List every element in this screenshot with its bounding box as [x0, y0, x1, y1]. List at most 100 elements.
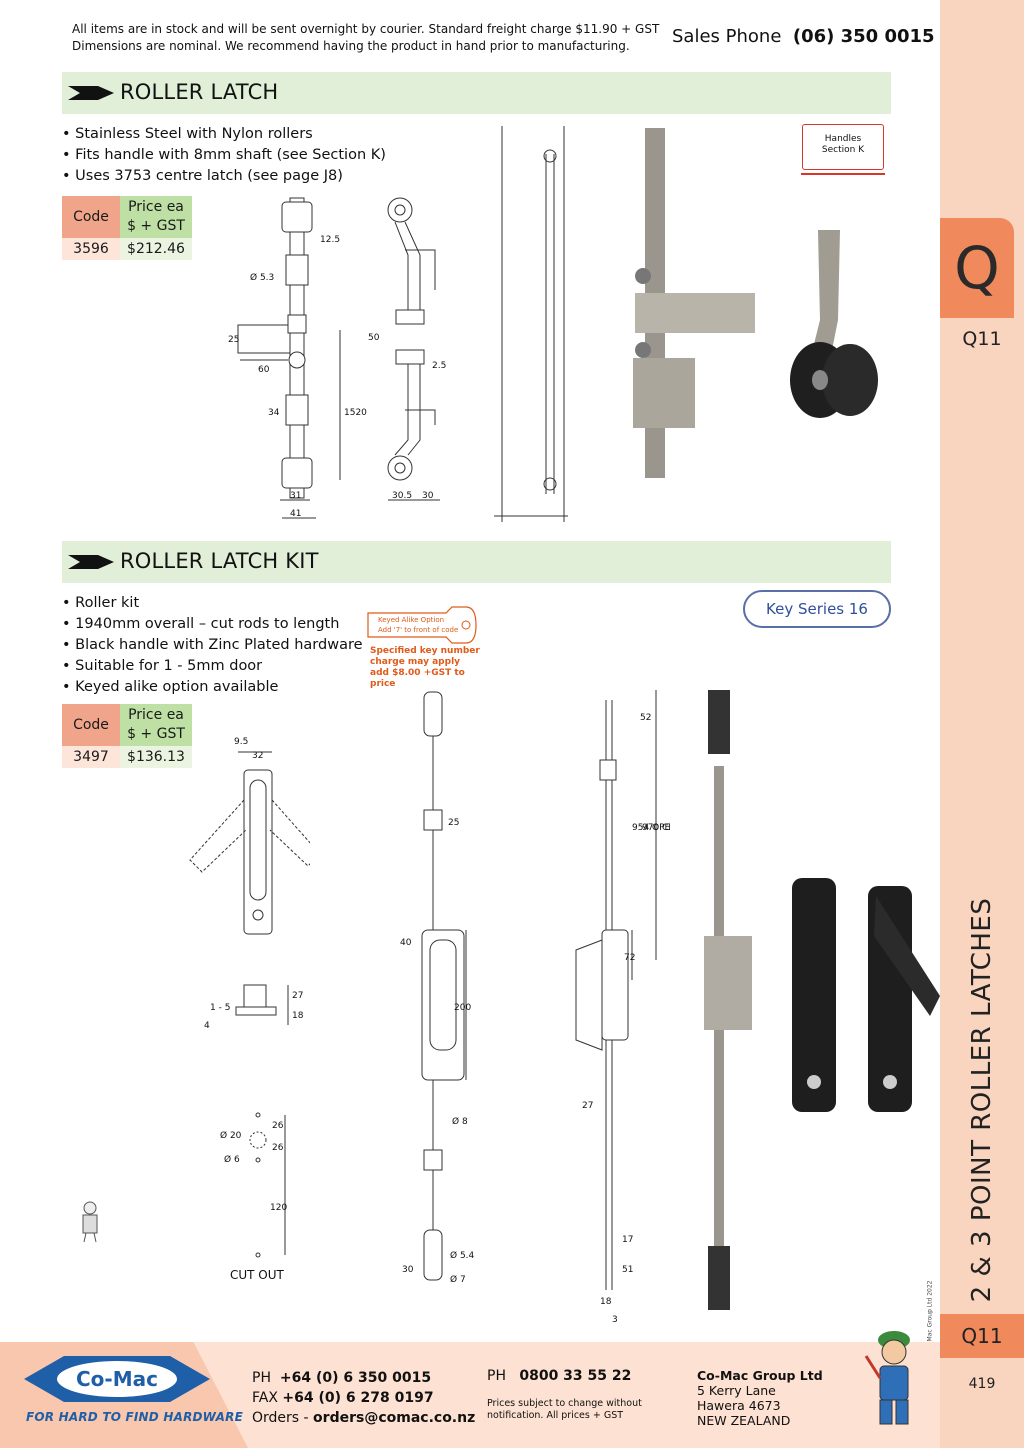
- code-header: Code: [62, 196, 120, 238]
- address-line-1: 5 Kerry Lane: [697, 1383, 776, 1398]
- stock-notice: All items are in stock and will be sent …: [72, 21, 672, 55]
- logo-text: Co-Mac: [76, 1367, 158, 1391]
- sales-label: Sales Phone: [672, 26, 782, 47]
- price-header-line-1: Price ea: [128, 707, 184, 723]
- keyed-note-line-2: charge may apply: [370, 657, 461, 667]
- feature-list: Roller kit 1940mm overall – cut rods to …: [62, 593, 363, 698]
- price-header: Price ea $ + GST: [120, 704, 192, 746]
- vertical-title-text: 2 & 3 POINT ROLLER LATCHES: [967, 897, 997, 1303]
- dim-label: 30: [402, 1265, 414, 1275]
- code-header: Code: [62, 704, 120, 746]
- mascot-icon: [82, 1201, 98, 1243]
- product-code: 3497: [62, 746, 120, 768]
- dim-label: Ø 8: [452, 1116, 468, 1127]
- vertical-title: 2 & 3 POINT ROLLER LATCHES: [940, 897, 1024, 1303]
- product-price: $136.13: [120, 746, 192, 768]
- dim-label: Ø 5.3: [250, 272, 274, 283]
- price-table: Code Price ea $ + GST 3497 $136.13: [62, 704, 192, 768]
- keyed-alike-tag: Keyed Alike Option Add '7' to front of c…: [366, 605, 478, 651]
- handles-section-ref[interactable]: Handles Section K: [801, 124, 885, 175]
- dim-label: Ø 5.4: [450, 1250, 475, 1261]
- dim-label: 40: [400, 938, 412, 948]
- section-code-bottom: Q11: [940, 1314, 1024, 1358]
- address-line-3: NEW ZEALAND: [697, 1413, 791, 1428]
- price-header-line-2: $ + GST: [127, 726, 185, 742]
- kit-hardware-photo: [704, 690, 752, 1310]
- dim-label: 120: [270, 1203, 287, 1213]
- dim-label: 51: [622, 1265, 633, 1275]
- dim-label: 9.5: [234, 737, 248, 747]
- section-bar-roller-latch: ROLLER LATCH: [62, 72, 891, 114]
- dim-label: 50: [368, 333, 380, 343]
- dim-label: 27: [292, 991, 303, 1001]
- cabinet-side-drawing: [494, 126, 568, 522]
- tagline: FOR HARD TO FIND HARDWARE: [26, 1410, 243, 1424]
- dim-label: 17: [622, 1235, 633, 1245]
- key-tag-icon: Keyed Alike Option Add '7' to front of c…: [367, 606, 477, 644]
- rod-drawing: 25 40 200 Ø 8 Ø 5.4 Ø 7 30: [400, 691, 475, 1285]
- dim-label: 60: [258, 365, 270, 375]
- roller-latch-drawing: 12.5 Ø 5.3 25 60 34 1520 31 41 50 2.5 30…: [228, 197, 446, 519]
- section-letter: Q: [954, 234, 1000, 302]
- ph-label: PH: [252, 1370, 271, 1386]
- ph2-label: PH: [487, 1368, 506, 1384]
- handles-ref-line-1: Handles: [824, 134, 862, 144]
- dim-label: 1 - 5: [210, 1003, 230, 1013]
- dim-label: 970 CLOSED: [642, 823, 670, 833]
- key-series-badge[interactable]: Key Series 16: [743, 590, 891, 628]
- arrow-icon: [68, 86, 114, 100]
- mascot-icon: [864, 1331, 910, 1425]
- comac-logo[interactable]: Co-Mac: [24, 1350, 210, 1408]
- notice-line-1: All items are in stock and will be sent …: [72, 22, 660, 36]
- prices-note-line-1: Prices subject to change without: [487, 1398, 642, 1409]
- dim-label: 25: [448, 818, 459, 828]
- orders-email[interactable]: orders@comac.co.nz: [313, 1410, 476, 1426]
- prices-note: Prices subject to change without notific…: [487, 1398, 657, 1422]
- sales-phone: Sales Phone (06) 350 0015: [672, 26, 935, 47]
- dim-label: 31: [290, 491, 301, 501]
- product-price: $212.46: [120, 238, 192, 260]
- dim-label: 52: [640, 713, 651, 723]
- address: Co-Mac Group Ltd 5 Kerry Lane Hawera 467…: [697, 1368, 823, 1428]
- dim-label: 4: [204, 1021, 210, 1031]
- dim-label: 32: [252, 751, 263, 761]
- keyed-note-line-1: Specified key number: [370, 646, 480, 656]
- roller-latch-photo: [633, 128, 755, 478]
- list-item: Black handle with Zinc Plated hardware: [62, 635, 362, 656]
- black-handle-photo: [792, 878, 940, 1112]
- price-header: Price ea$ + GST: [120, 196, 192, 238]
- side-rod-drawing: 52 954 OPEN 970 CLOSED 72 27 17 51 18 3: [575, 690, 670, 1325]
- sales-number[interactable]: (06) 350 0015: [792, 26, 935, 47]
- price-header-line-1: Price ea: [128, 199, 184, 215]
- orders-label: Orders -: [252, 1410, 309, 1426]
- list-item: Stainless Steel with Nylon rollers: [62, 124, 386, 145]
- section-bar-roller-latch-kit: ROLLER LATCH KIT: [62, 541, 891, 583]
- ph2-number[interactable]: 0800 33 55 22: [519, 1368, 632, 1384]
- list-item: Fits handle with 8mm shaft (see Section …: [62, 145, 386, 166]
- ph-number[interactable]: +64 (0) 6 350 0015: [279, 1370, 432, 1386]
- address-line-2: Hawera 4673: [697, 1398, 781, 1413]
- dim-label: 25: [228, 335, 239, 345]
- section-code-top: Q11: [962, 328, 1002, 350]
- section-letter-tab[interactable]: Q: [940, 218, 1014, 318]
- notice-line-2: Dimensions are nominal. We recommend hav…: [72, 39, 630, 53]
- dim-label: 30: [422, 491, 434, 501]
- dim-label: 1520: [344, 408, 367, 418]
- list-item: Uses 3753 centre latch (see page J8): [62, 166, 386, 187]
- dim-label: Ø 20: [220, 1130, 242, 1141]
- keyed-tag-line-2: Add '7' to front of code: [378, 626, 458, 634]
- fax-number[interactable]: +64 (0) 6 278 0197: [282, 1390, 434, 1406]
- dim-label: Ø 7: [450, 1274, 466, 1285]
- handle-drawing: 9.5 32 1 - 5 4 27 18 Ø 20 Ø 6 26 26 120: [189, 737, 310, 1258]
- dim-label: 26: [272, 1143, 284, 1153]
- price-table: Code Price ea$ + GST 3596 $212.46: [62, 196, 192, 260]
- keyed-tag-line-1: Keyed Alike Option: [378, 616, 444, 624]
- dim-label: 34: [268, 408, 280, 418]
- dim-label: 30.5: [392, 491, 412, 501]
- dim-label: 954 OPEN: [632, 823, 670, 833]
- contact-block: PH +64 (0) 6 350 0015 FAX +64 (0) 6 278 …: [252, 1368, 475, 1428]
- list-item: Roller kit: [62, 593, 363, 614]
- dim-label: 3: [612, 1315, 618, 1325]
- cutout-label: CUT OUT: [230, 1268, 284, 1282]
- list-item: 1940mm overall – cut rods to length: [62, 614, 363, 635]
